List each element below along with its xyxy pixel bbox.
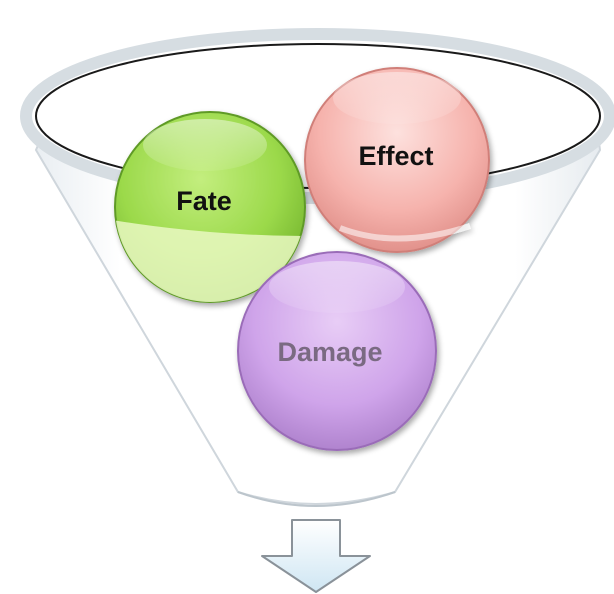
down-arrow-icon	[261, 519, 371, 593]
effect-label: Effect	[358, 141, 433, 171]
damage-label: Damage	[277, 337, 382, 367]
effect-circle	[304, 67, 490, 253]
fate-label: Fate	[176, 186, 232, 216]
damage-circle	[237, 251, 437, 451]
